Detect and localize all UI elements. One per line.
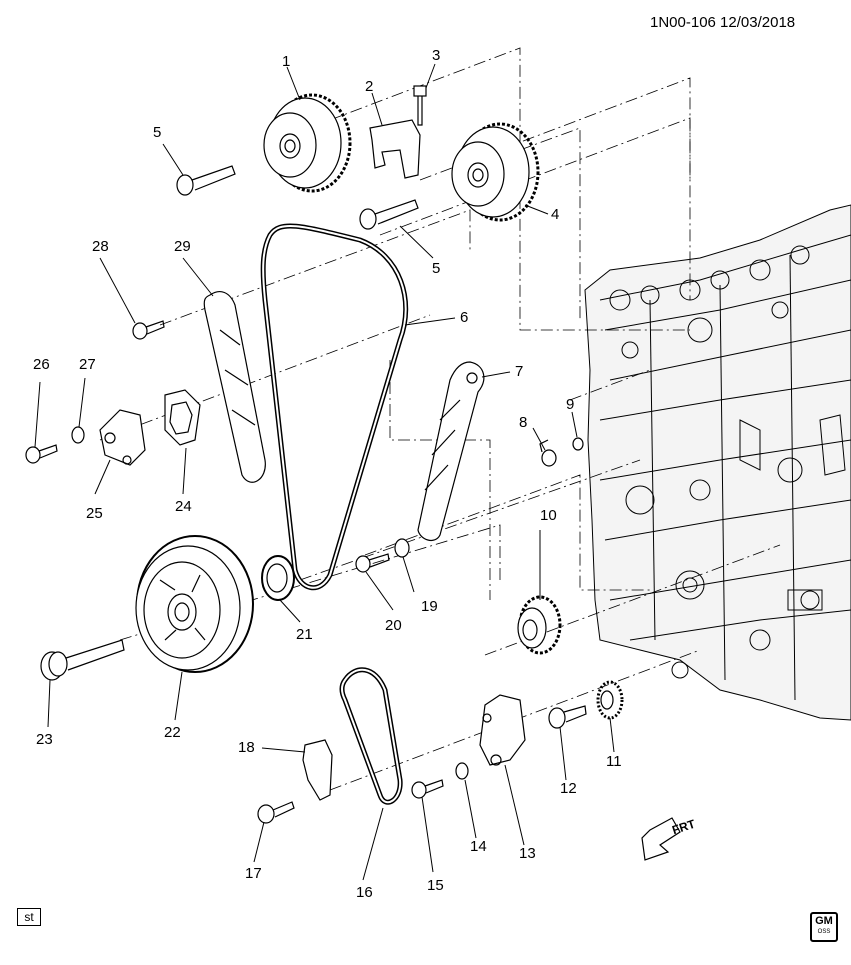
bolt-5-upper xyxy=(176,165,236,196)
callout-5-upper: 5 xyxy=(153,124,162,141)
gear-11 xyxy=(596,680,624,720)
seal-9 xyxy=(572,437,584,451)
bolt-26 xyxy=(25,444,58,464)
gm-logo-text: GM xyxy=(815,915,833,927)
callout-12: 12 xyxy=(560,780,577,797)
leader-lines xyxy=(34,63,615,881)
callout-7: 7 xyxy=(515,363,524,380)
tensioner-13 xyxy=(479,694,526,766)
bolt-17 xyxy=(257,801,295,824)
bolt-20 xyxy=(355,553,390,573)
sleeve-19 xyxy=(394,538,410,558)
bolt-3 xyxy=(413,85,427,126)
gm-logo: GM OSS xyxy=(810,912,838,942)
callout-21: 21 xyxy=(296,626,313,643)
sleeve-27 xyxy=(71,426,85,444)
callout-25: 25 xyxy=(86,505,103,522)
callout-24: 24 xyxy=(175,498,192,515)
crankshaft-balancer-22 xyxy=(135,535,254,673)
sleeve-14 xyxy=(455,762,469,780)
callout-23: 23 xyxy=(36,731,53,748)
bolt-15 xyxy=(411,779,444,799)
gm-logo-subtext: OSS xyxy=(817,929,831,935)
callout-20: 20 xyxy=(385,617,402,634)
callout-18: 18 xyxy=(238,739,255,756)
callout-15: 15 xyxy=(427,877,444,894)
bolt-23 xyxy=(40,639,125,681)
callout-26: 26 xyxy=(33,356,50,373)
callout-16: 16 xyxy=(356,884,373,901)
bracket-2 xyxy=(369,119,421,179)
guide-18 xyxy=(302,739,333,801)
camshaft-actuator-4 xyxy=(451,122,540,222)
chain-guide-7 xyxy=(417,361,485,542)
gasket-24 xyxy=(164,389,201,446)
callout-17: 17 xyxy=(245,865,262,882)
st-label-box: st xyxy=(17,908,41,926)
callout-13: 13 xyxy=(519,845,536,862)
callout-6: 6 xyxy=(460,309,469,326)
bolt-28 xyxy=(132,320,165,340)
callout-1: 1 xyxy=(282,53,291,70)
callout-27: 27 xyxy=(79,356,96,373)
callout-29: 29 xyxy=(174,238,191,255)
callout-8: 8 xyxy=(519,414,528,431)
plug-8 xyxy=(539,439,557,467)
callout-14: 14 xyxy=(470,838,487,855)
diagram-reference-code: 1N00-106 12/03/2018 xyxy=(650,14,796,31)
chain-tensioner-25 xyxy=(99,409,146,466)
tensioner-guide-29 xyxy=(203,291,266,483)
bolt-12 xyxy=(548,705,587,729)
camshaft-actuator-1 xyxy=(263,93,352,193)
callout-11: 11 xyxy=(606,753,622,770)
crank-sprocket-10 xyxy=(517,595,562,655)
bolt-5-lower xyxy=(359,199,419,230)
callout-28: 28 xyxy=(92,238,109,255)
callout-19: 19 xyxy=(421,598,438,615)
callout-5-lower: 5 xyxy=(432,260,441,277)
engine-block xyxy=(584,204,851,721)
front-direction-arrow xyxy=(641,817,681,861)
callout-22: 22 xyxy=(164,724,181,741)
callout-2: 2 xyxy=(365,78,374,95)
callout-4: 4 xyxy=(551,206,560,223)
callout-10: 10 xyxy=(540,507,557,524)
callout-3: 3 xyxy=(432,47,441,64)
timing-chain-6 xyxy=(260,223,409,590)
front-seal-21 xyxy=(261,555,295,601)
callout-9: 9 xyxy=(566,396,575,413)
